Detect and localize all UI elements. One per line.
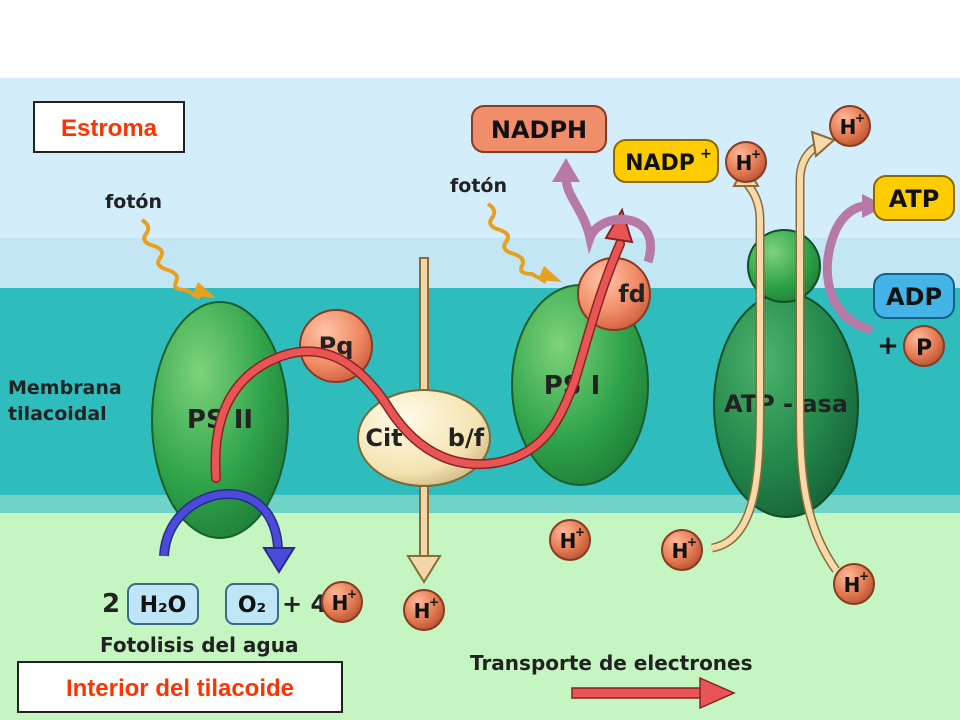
svg-text:+: + [855, 111, 865, 125]
membrane-label-line1: Membrana [8, 377, 122, 399]
svg-text:+: + [751, 147, 761, 161]
svg-text:+: + [575, 525, 585, 539]
photolysis-arrowhead [262, 547, 296, 574]
svg-text:+: + [347, 587, 357, 601]
phosphate: P [903, 325, 945, 367]
svg-text:H: H [840, 115, 857, 139]
proton-channel-right-arrowhead [810, 130, 836, 158]
proton-stroma-left: H + [725, 141, 767, 183]
atpase-label: ATP - asa [724, 390, 848, 418]
atp-label: ATP [889, 185, 940, 213]
nadp-pill: NADP + [613, 139, 719, 183]
proton-channel-left [711, 180, 763, 551]
stroma-label-box: Estroma [33, 101, 185, 153]
cyt-label-right: b/f [448, 424, 485, 452]
svg-text:H: H [736, 151, 753, 175]
atp-synthase: ATP - asa [713, 229, 859, 518]
svg-text:H: H [844, 573, 861, 597]
photon-label-right: fotón [450, 175, 507, 197]
proton-photolysis: H + [321, 581, 363, 623]
lumen-label-box: Interior del tilacoide [17, 661, 343, 713]
water-coefficient: 2 [102, 589, 120, 619]
svg-text:+: + [429, 595, 439, 609]
photon-label-left: fotón [105, 191, 162, 213]
top-margin [0, 0, 960, 78]
svg-text:+: + [859, 569, 869, 583]
oxygen-label: O₂ [238, 593, 266, 618]
atp-synthesis-arrow [822, 201, 874, 335]
oxygen-box: O₂ [225, 583, 279, 625]
proton-lumen-right-atpase: H + [833, 563, 875, 605]
svg-text:H: H [332, 591, 349, 615]
proton-lumen-mid: H + [549, 519, 591, 561]
water-box: H₂O [127, 583, 199, 625]
nadph-label: NADPH [491, 116, 587, 144]
atp-pill: ATP [873, 175, 955, 221]
photon-wave-left [140, 218, 201, 300]
cytochrome-bf: Cit b/f [357, 389, 491, 487]
svg-text:H: H [414, 599, 431, 623]
svg-text:H: H [560, 529, 577, 553]
lumen-label: Interior del tilacoide [66, 675, 294, 702]
plus-four-label: + 4 [282, 590, 327, 618]
adp-label: ADP [886, 283, 942, 311]
electron-path [211, 240, 624, 482]
photolysis-arrow [160, 490, 282, 557]
proton-lumen-left-atpase: H + [661, 529, 703, 571]
phosphate-label: P [916, 336, 932, 361]
photon-wave-right [486, 202, 547, 284]
adp-pill: ADP [873, 273, 955, 319]
proton-stroma-top: H + [829, 105, 871, 147]
water-label: H₂O [140, 593, 187, 618]
nadph-pill: NADPH [471, 105, 607, 153]
fd-label: fd [618, 280, 646, 308]
transport-caption: Transporte de electrones [470, 651, 753, 675]
nadp-label: NADP [625, 151, 695, 176]
photon-arrowhead-right [538, 266, 562, 282]
cyt-label-left: Cit [365, 424, 402, 452]
photon-arrowhead-left [192, 282, 216, 298]
transport-legend-arrow [571, 676, 736, 710]
svg-text:H: H [672, 539, 689, 563]
nadp-superscript: + [700, 146, 712, 162]
photolysis-caption: Fotolisis del agua [100, 633, 298, 657]
nadp-reduction-arrow [561, 177, 655, 264]
membrane-label-line2: tilacoidal [8, 403, 107, 425]
proton-lumen-cyt: H + [403, 589, 445, 631]
plus-sign: + [877, 331, 899, 361]
nadp-reduction-arrowhead [552, 158, 580, 182]
proton-channel-right [797, 143, 839, 572]
stroma-label: Estroma [61, 115, 158, 142]
svg-text:+: + [687, 535, 697, 549]
